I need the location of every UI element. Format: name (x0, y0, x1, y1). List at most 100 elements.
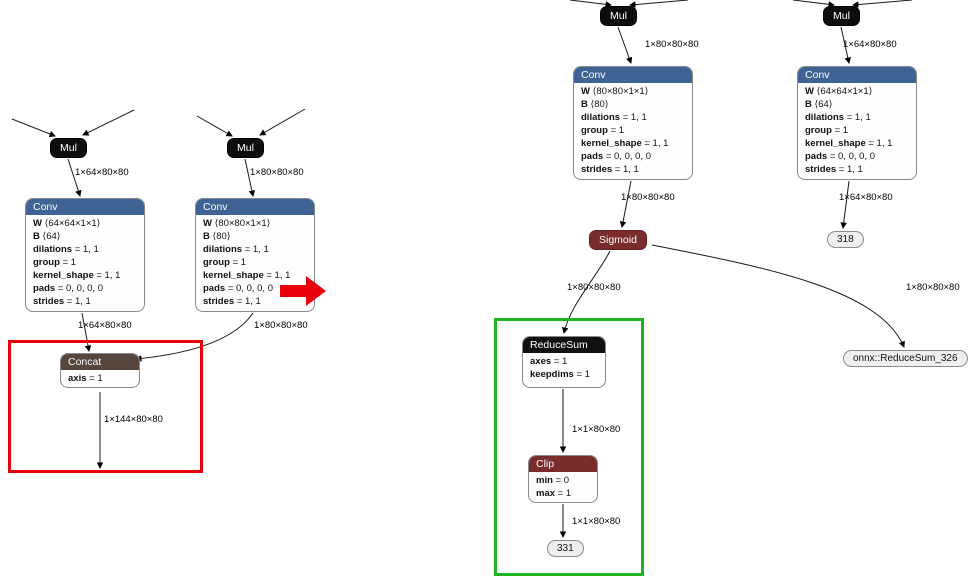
clip-node[interactable]: Clip min = 0 max = 1 (528, 455, 598, 503)
attr-value: ⟨64×64×1×1⟩ (816, 86, 873, 97)
edge-label-shape: 1×80×80×80 (906, 282, 960, 293)
highlight-red-rect (8, 340, 203, 473)
attr-name: group (33, 257, 60, 268)
edge-into-left-mul2-b (259, 108, 306, 136)
attr-value: ⟨80⟩ (590, 99, 609, 110)
attr-name: group (805, 125, 832, 136)
attr-name: W (203, 218, 212, 229)
attr-value: ⟨80⟩ (212, 231, 231, 242)
attr-name: pads (805, 151, 828, 162)
conv-node[interactable]: Conv W ⟨80×80×1×1⟩ B ⟨80⟩ dilations = 1,… (195, 198, 315, 312)
conv-node-attrs: W ⟨64×64×1×1⟩ B ⟨64⟩ dilations = 1, 1 gr… (798, 83, 916, 178)
attr-name: pads (581, 151, 604, 162)
attr-name: strides (33, 296, 65, 307)
edge-sigmoid-reducesum326 (651, 244, 905, 348)
edge-into-right-mul2-b (852, 0, 913, 8)
conv-node-attrs: W ⟨80×80×1×1⟩ B ⟨80⟩ dilations = 1, 1 gr… (574, 83, 692, 178)
concat-node-title: Concat (61, 354, 139, 370)
attr-value: ⟨64⟩ (814, 99, 833, 110)
attr-value: = 1, 1 (236, 296, 261, 307)
attr-value: = 1, 1 (266, 270, 291, 281)
edge-label-shape: 1×80×80×80 (567, 282, 621, 293)
edge-label-shape: 1×1×80×80 (572, 424, 621, 435)
conv-node-attrs: W ⟨80×80×1×1⟩ B ⟨80⟩ dilations = 1, 1 gr… (196, 215, 314, 310)
attr-name: W (805, 86, 814, 97)
attr-name: kernel_shape (33, 270, 94, 281)
conv-node-title: Conv (798, 67, 916, 83)
attr-name: group (581, 125, 608, 136)
edge-into-left-mul1-b (82, 109, 135, 136)
reducesum-node-title: ReduceSum (523, 337, 605, 353)
mul-node[interactable]: Mul (50, 138, 87, 158)
edge-into-right-mul2-a (792, 0, 835, 8)
attr-value: = 1 (232, 257, 247, 268)
attr-name: pads (203, 283, 226, 294)
attr-value: = 0 (555, 475, 570, 486)
attr-value: = 1 (62, 257, 77, 268)
edge-label-shape: 1×64×80×80 (75, 167, 129, 178)
mul-node[interactable]: Mul (227, 138, 264, 158)
conv-node[interactable]: Conv W ⟨64×64×1×1⟩ B ⟨64⟩ dilations = 1,… (25, 198, 145, 312)
edge-label-shape: 1×64×80×80 (78, 320, 132, 331)
output-pill-318[interactable]: 318 (827, 231, 864, 248)
attr-name: B (203, 231, 210, 242)
attr-value: ⟨80×80×1×1⟩ (592, 86, 649, 97)
attr-value: = 1, 1 (74, 244, 99, 255)
attr-name: dilations (805, 112, 845, 123)
attr-value: = 1, 1 (96, 270, 121, 281)
attr-name: W (33, 218, 42, 229)
attr-name: kernel_shape (581, 138, 642, 149)
attr-name: min (536, 475, 553, 486)
attr-name: B (33, 231, 40, 242)
concat-node[interactable]: Concat axis = 1 (60, 353, 140, 388)
attr-value: ⟨64×64×1×1⟩ (44, 218, 101, 229)
attr-name: group (203, 257, 230, 268)
edge-right-mul1-conv1 (617, 26, 633, 64)
transform-arrow-icon (280, 274, 328, 313)
edge-into-left-mul1-a (11, 118, 56, 137)
clip-node-title: Clip (529, 456, 597, 472)
output-pill-reducesum-326[interactable]: onnx::ReduceSum_326 (843, 350, 968, 367)
output-pill-331[interactable]: 331 (547, 540, 584, 557)
attr-value: = 0, 0, 0, 0 (605, 151, 651, 162)
attr-value: = 1, 1 (846, 112, 871, 123)
conv-node[interactable]: Conv W ⟨80×80×1×1⟩ B ⟨80⟩ dilations = 1,… (573, 66, 693, 180)
reducesum-node-attrs: axes = 1 keepdims = 1 (523, 353, 605, 383)
edge-label-shape: 1×80×80×80 (645, 39, 699, 50)
concat-node-attrs: axis = 1 (61, 370, 139, 387)
conv-node-title: Conv (196, 199, 314, 215)
attr-value: = 1, 1 (644, 138, 669, 149)
attr-name: B (805, 99, 812, 110)
attr-name: B (581, 99, 588, 110)
attr-value: = 0, 0, 0, 0 (829, 151, 875, 162)
attr-name: dilations (203, 244, 243, 255)
clip-node-attrs: min = 0 max = 1 (529, 472, 597, 502)
attr-name: dilations (581, 112, 621, 123)
attr-value: = 0, 0, 0, 0 (57, 283, 103, 294)
conv-node[interactable]: Conv W ⟨64×64×1×1⟩ B ⟨64⟩ dilations = 1,… (797, 66, 917, 180)
edge-into-right-mul1-a (569, 0, 612, 8)
attr-value: = 1, 1 (838, 164, 863, 175)
attr-value: = 1 (89, 373, 103, 384)
attr-name: dilations (33, 244, 73, 255)
attr-name: pads (33, 283, 56, 294)
sigmoid-node[interactable]: Sigmoid (589, 230, 647, 250)
edge-into-right-mul1-b (629, 0, 689, 8)
mul-node[interactable]: Mul (823, 6, 860, 26)
attr-value: = 0, 0, 0, 0 (227, 283, 273, 294)
edge-label-shape: 1×80×80×80 (621, 192, 675, 203)
conv-node-title: Conv (574, 67, 692, 83)
attr-value: = 1 (610, 125, 625, 136)
mul-node[interactable]: Mul (600, 6, 637, 26)
highlight-green-rect (494, 318, 644, 576)
attr-value: = 1 (553, 356, 568, 367)
edge-label-shape: 1×144×80×80 (104, 414, 163, 425)
reducesum-node[interactable]: ReduceSum axes = 1 keepdims = 1 (522, 336, 606, 388)
attr-value: = 1 (576, 369, 590, 380)
attr-name: max (536, 488, 556, 499)
edge-label-shape: 1×80×80×80 (254, 320, 308, 331)
attr-value: = 1, 1 (868, 138, 893, 149)
attr-value: ⟨64⟩ (42, 231, 61, 242)
attr-name: kernel_shape (203, 270, 264, 281)
